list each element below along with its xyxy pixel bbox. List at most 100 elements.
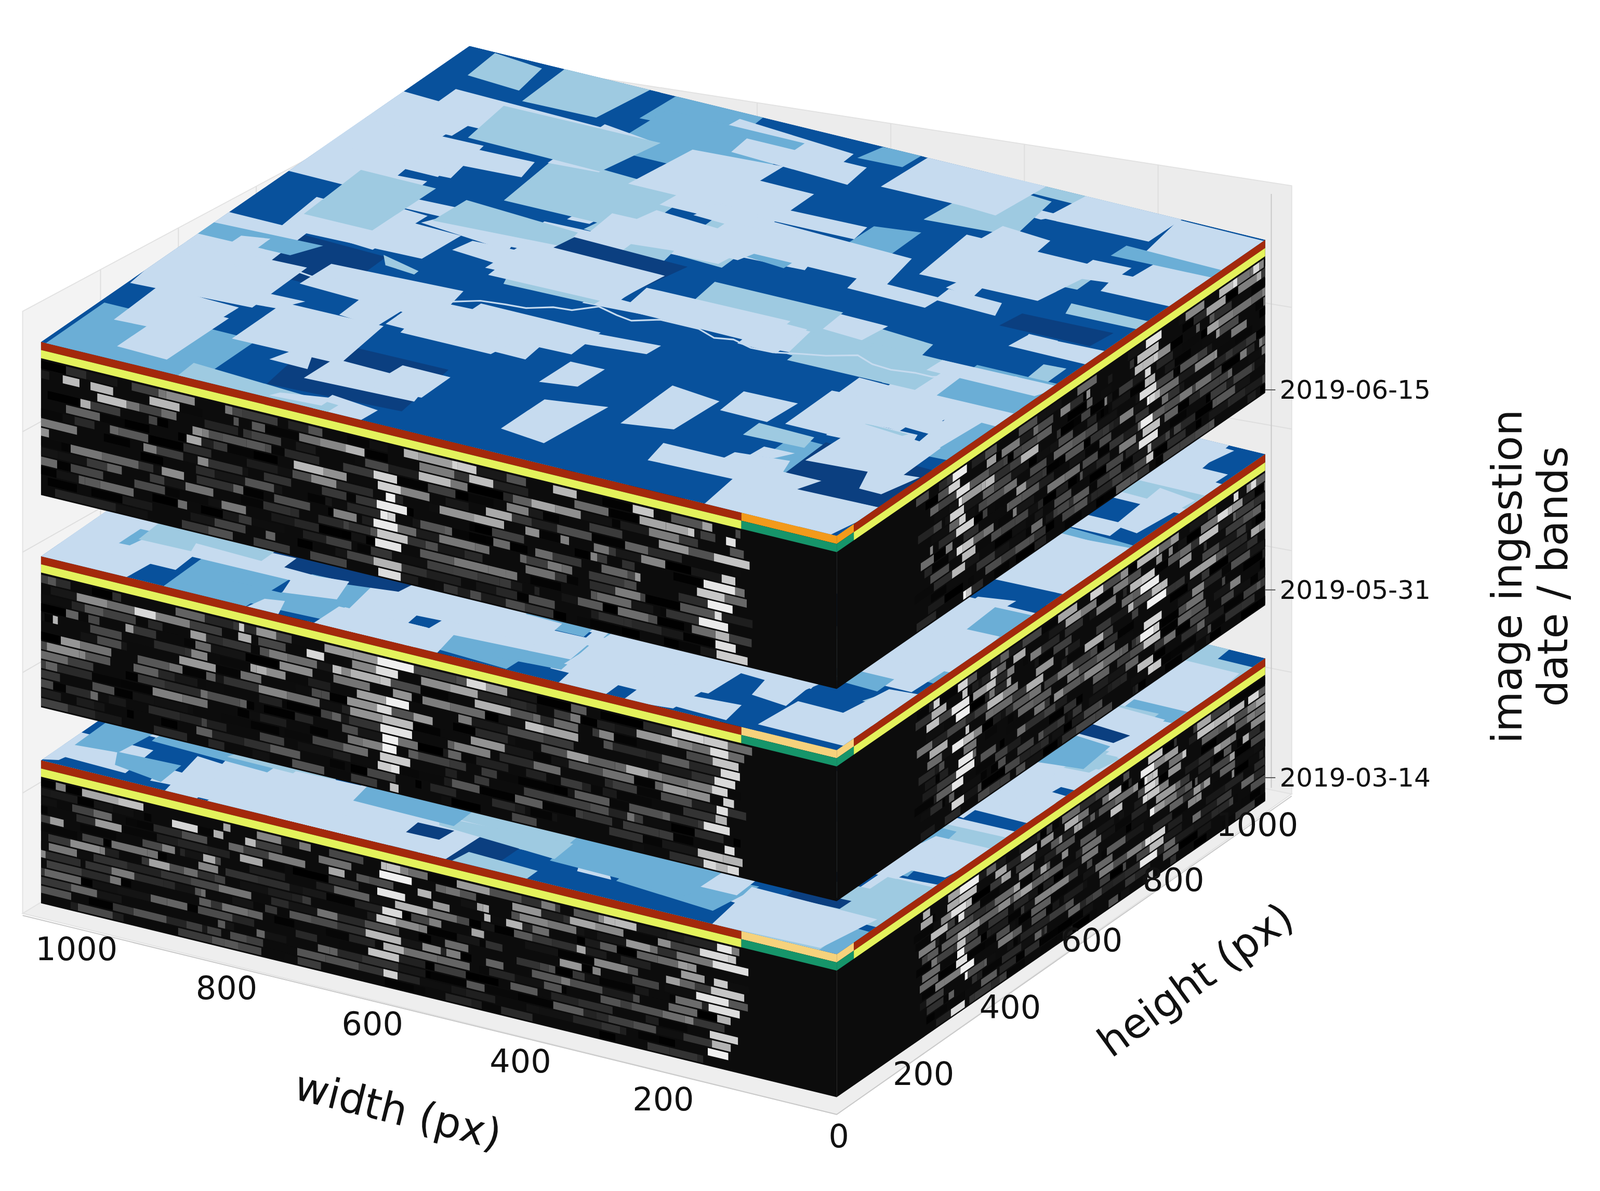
band-layer-edge (1206, 633, 1211, 644)
band-layer-edge (935, 1009, 951, 1027)
band-layer-edge (57, 800, 73, 812)
band-layer-edge (301, 895, 311, 905)
band-layer-edge (1046, 860, 1050, 870)
band-layer-edge (1021, 904, 1025, 915)
band-layer-edge (244, 737, 271, 752)
band-layer-edge (425, 969, 431, 978)
band-layer-edge (141, 856, 150, 866)
band-layer-edge (969, 992, 975, 1004)
band-layer-edge (1185, 757, 1199, 775)
band-layer-edge (147, 848, 158, 859)
band-layer-edge (256, 664, 267, 676)
band-layer-edge (282, 699, 287, 709)
band-layer-edge (175, 882, 195, 895)
band-layer-edge (311, 915, 338, 930)
band-layer-edge (632, 841, 644, 853)
band-layer-edge (78, 611, 89, 623)
band-layer-edge (418, 932, 432, 944)
band-layer-edge (1131, 607, 1139, 620)
band-layer-edge (384, 977, 414, 993)
band-layer-edge (627, 811, 635, 822)
band-layer-edge (202, 924, 208, 933)
band-layer-edge (1224, 771, 1244, 792)
band-layer-edge (356, 873, 370, 884)
band-layer-edge (536, 695, 571, 712)
band-layer-edge (507, 735, 515, 746)
band-layer-edge (567, 787, 575, 798)
band-layer-edge (585, 937, 601, 949)
band-layer-edge (458, 713, 472, 726)
band-layer-edge (76, 813, 96, 826)
band-layer-edge (1087, 857, 1093, 869)
band-layer-edge (962, 687, 968, 699)
band-layer-edge (954, 789, 958, 800)
band-layer-edge (731, 946, 740, 957)
band-layer-edge (224, 938, 239, 950)
band-layer-edge (341, 723, 358, 736)
band-layer-edge (441, 795, 452, 806)
band-layer-edge (325, 954, 359, 971)
band-layer-edge (713, 977, 729, 989)
band-layer-edge (103, 608, 136, 625)
band-layer-edge (389, 782, 399, 793)
band-layer-edge (284, 953, 298, 964)
band-layer-edge (469, 918, 482, 929)
band-layer-edge (919, 999, 927, 1012)
band-layer-edge (951, 775, 964, 792)
band-layer-edge (678, 960, 688, 970)
band-layer-edge (669, 993, 676, 1003)
band-layer-edge (68, 704, 96, 719)
band-layer-edge (616, 945, 637, 958)
band-layer-edge (112, 911, 124, 922)
band-layer-edge (1082, 864, 1096, 881)
band-layer-edge (1195, 776, 1198, 786)
band-layer-edge (179, 712, 202, 726)
band-layer-edge (316, 660, 333, 673)
band-layer-edge (446, 948, 461, 960)
band-layer-edge (1135, 683, 1139, 694)
band-layer-edge (88, 614, 100, 625)
band-layer-edge (1025, 748, 1044, 770)
band-layer-edge (1023, 655, 1028, 667)
band-layer-edge (596, 1011, 608, 1022)
band-layer-edge (1154, 754, 1165, 770)
band-layer-edge (1146, 588, 1167, 610)
band-layer-edge (526, 702, 537, 713)
band-layer-edge (125, 670, 138, 682)
band-layer-edge (1049, 903, 1066, 922)
band-layer-edge (609, 826, 643, 843)
band-layer-edge (645, 750, 662, 763)
band-layer-edge (1064, 617, 1083, 638)
band-layer-edge (1096, 594, 1116, 616)
band-layer-edge (599, 1029, 616, 1042)
band-layer-edge (70, 883, 97, 897)
band-layer-edge (494, 924, 514, 937)
band-layer-edge (1264, 729, 1266, 738)
band-layer-edge (103, 838, 112, 848)
band-layer-edge (492, 797, 515, 812)
band-layer-edge (1209, 626, 1221, 642)
band-layer-edge (1067, 709, 1073, 721)
band-layer-edge (333, 673, 370, 691)
band-layer-edge (429, 917, 442, 928)
band-layer-edge (1126, 822, 1132, 833)
map-field (1037, 735, 1111, 769)
band-layer-edge (1261, 500, 1266, 512)
band-layer-edge (1157, 843, 1165, 856)
band-layer-edge (703, 858, 717, 870)
band-layer-edge (976, 969, 983, 981)
band-layer-edge (367, 910, 377, 921)
band-layer-edge (576, 926, 585, 936)
band-layer-edge (1107, 682, 1113, 694)
band-layer-edge (1196, 625, 1209, 642)
band-layer-edge (45, 660, 58, 672)
band-layer-edge (540, 715, 554, 727)
band-layer-edge (135, 616, 149, 628)
map-field (921, 632, 1008, 660)
band-layer-edge (677, 738, 693, 751)
band-layer-edge (669, 1047, 698, 1062)
band-layer-edge (157, 851, 167, 861)
band-layer-edge (635, 985, 650, 997)
band-layer-edge (1012, 924, 1022, 938)
band-layer-edge (213, 829, 224, 840)
